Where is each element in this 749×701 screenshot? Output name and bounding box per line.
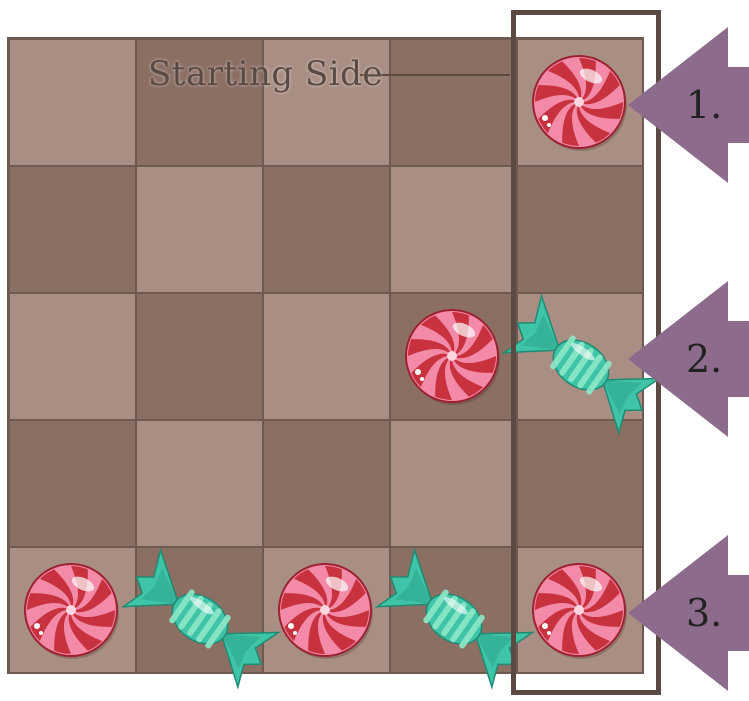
board-cell[interactable]	[263, 420, 390, 547]
board-cell[interactable]	[263, 166, 390, 293]
peppermint-candy-piece[interactable]	[21, 560, 121, 660]
peppermint-candy-piece[interactable]	[275, 560, 375, 660]
board-cell[interactable]	[390, 166, 517, 293]
board-cell[interactable]	[9, 166, 136, 293]
board-cell[interactable]	[136, 166, 263, 293]
board-cell[interactable]	[9, 293, 136, 420]
board-cell[interactable]	[9, 39, 136, 166]
wrapped-candy-piece[interactable]	[120, 544, 280, 694]
row-arrow-2	[620, 279, 749, 439]
row-arrow-3	[620, 533, 749, 693]
row-arrow-label: 2.	[686, 337, 722, 381]
board-cell[interactable]	[136, 293, 263, 420]
peppermint-candy-piece[interactable]	[402, 306, 502, 406]
board-cell[interactable]	[390, 39, 517, 166]
board-cell[interactable]	[390, 420, 517, 547]
board-cell[interactable]	[136, 420, 263, 547]
row-arrow-label: 3.	[686, 591, 722, 635]
wrapped-candy-piece[interactable]	[374, 544, 534, 694]
row-arrow-1	[620, 25, 749, 185]
board-cell[interactable]	[263, 293, 390, 420]
starting-side-label: Starting Side	[148, 52, 383, 96]
board-cell[interactable]	[9, 420, 136, 547]
row-arrow-label: 1.	[686, 83, 722, 127]
